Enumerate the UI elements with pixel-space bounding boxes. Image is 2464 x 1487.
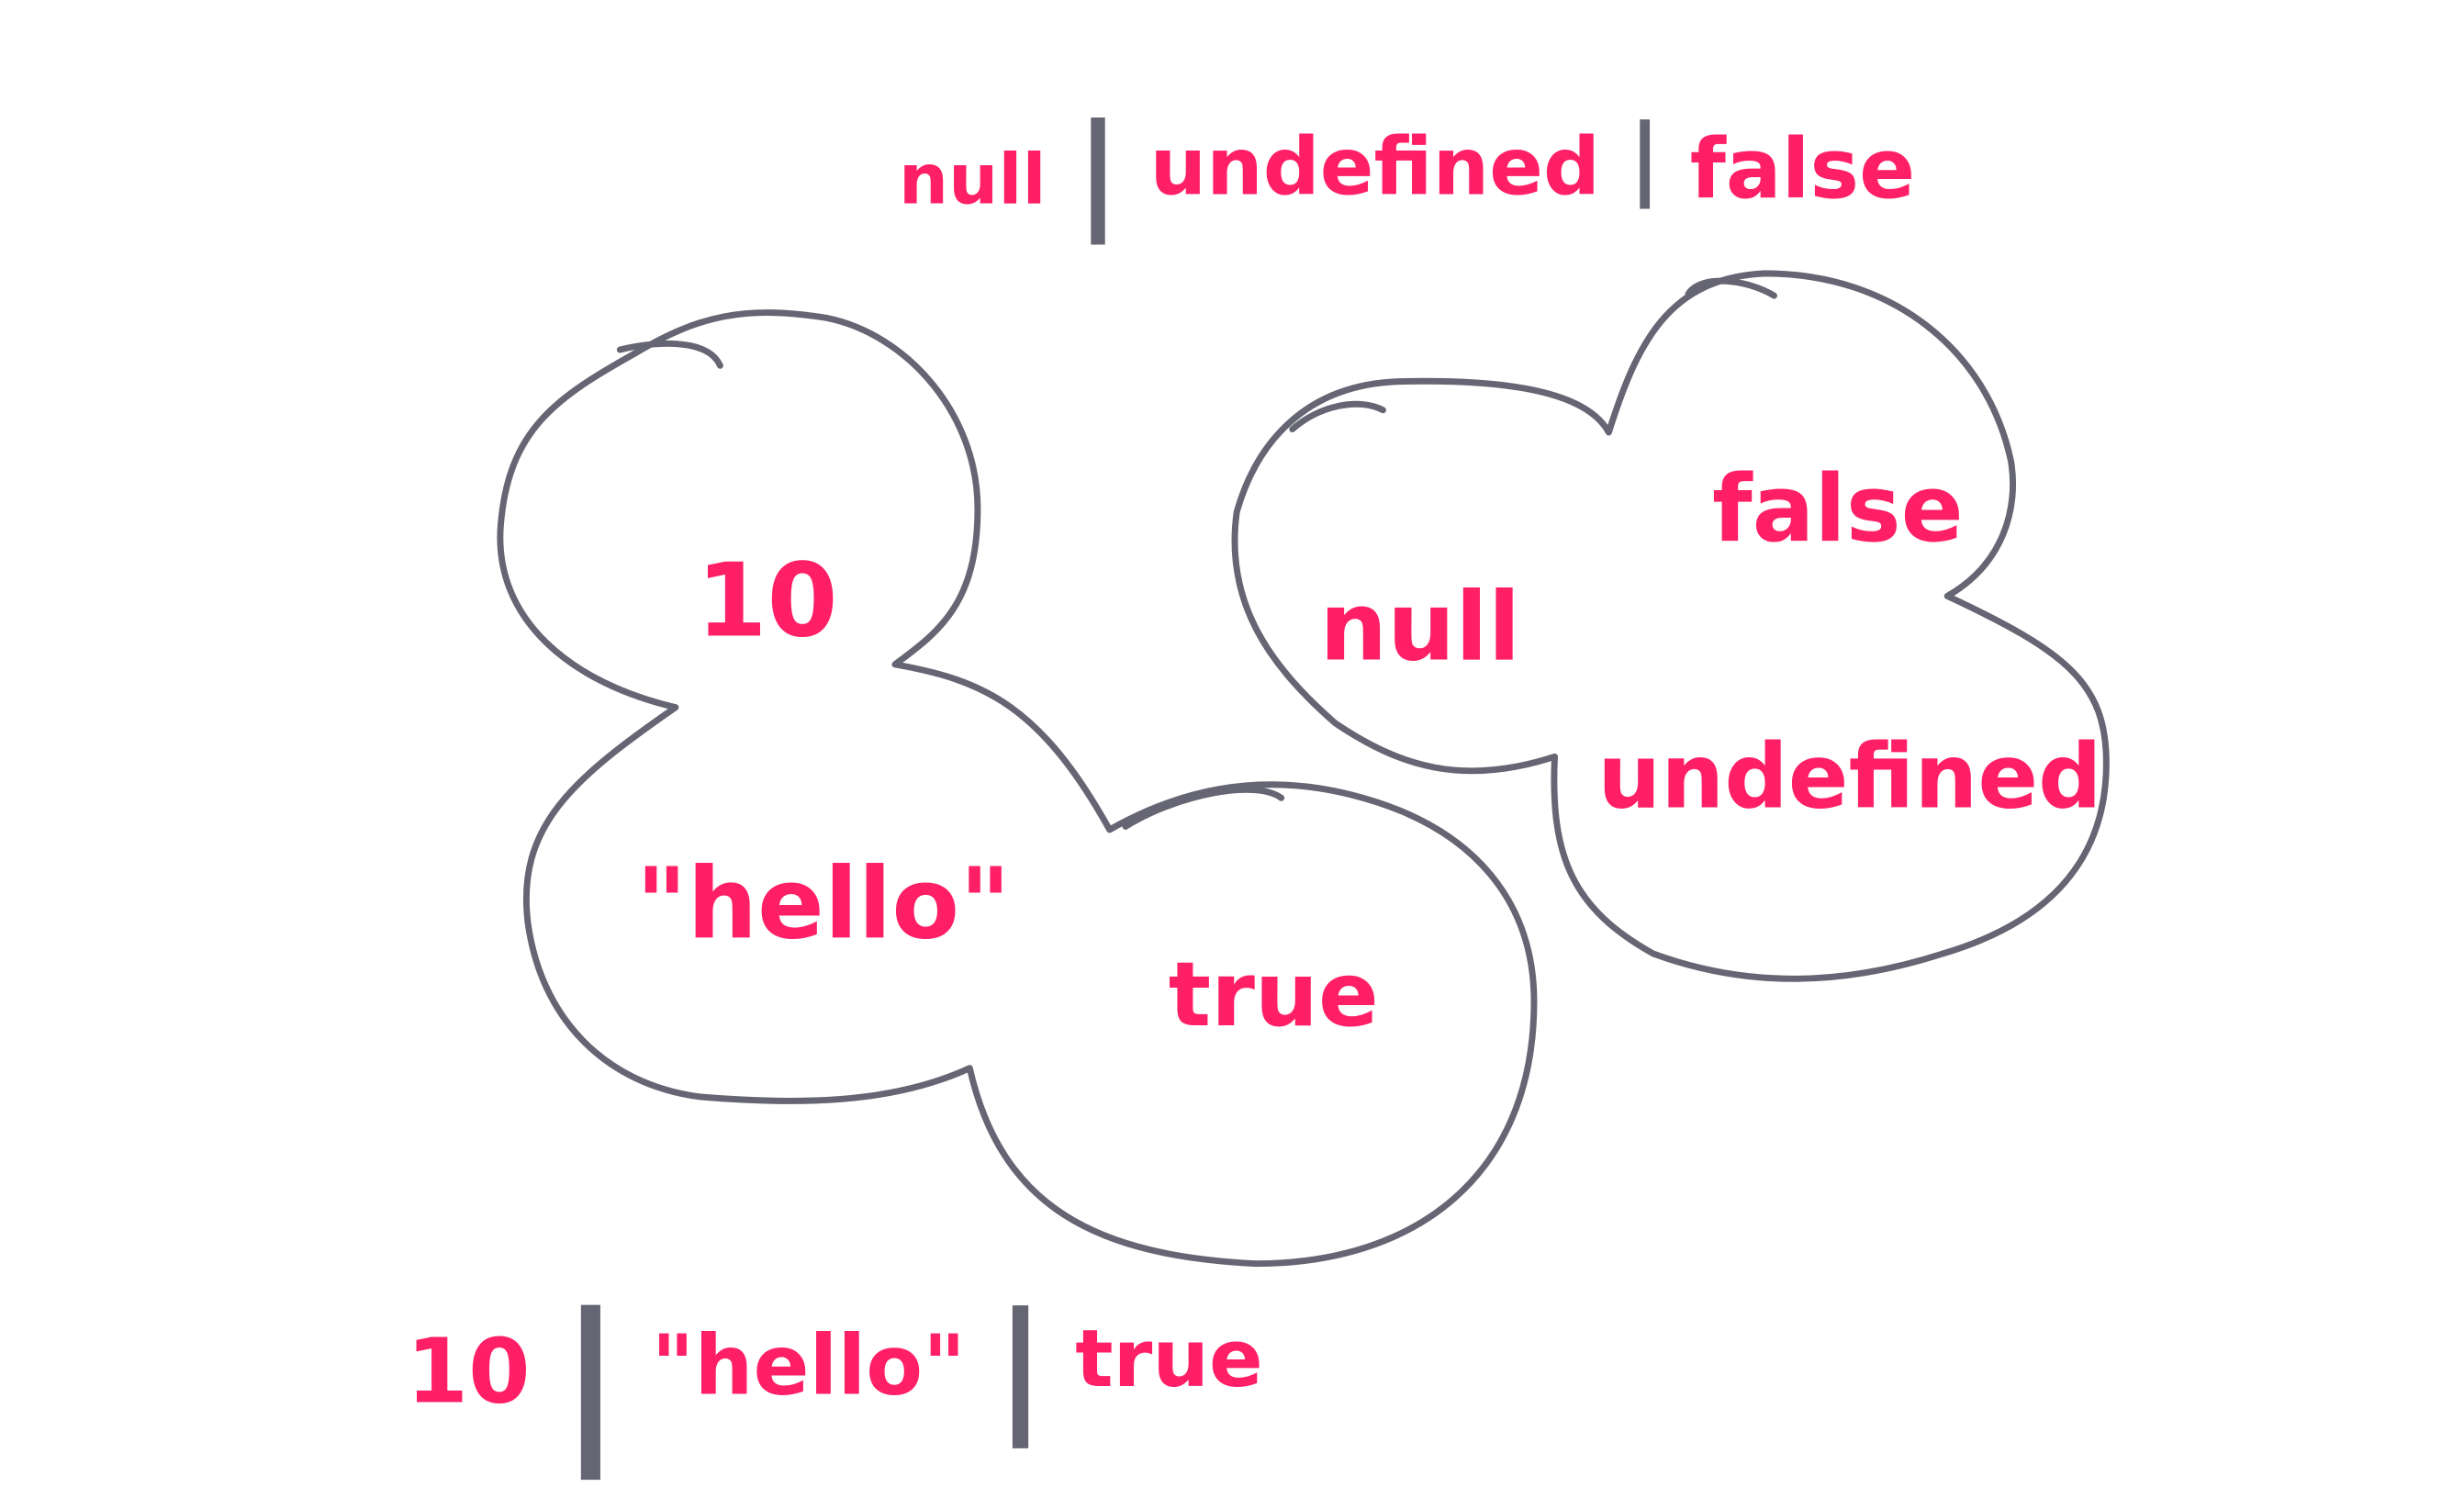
left-cloud-value-hello: "hello" — [636, 847, 1011, 962]
right-cloud-flourish — [1685, 277, 1777, 299]
right-cloud-flourish — [1289, 400, 1386, 433]
bottom-union-separator: | — [559, 1276, 623, 1480]
left-cloud-flourish — [1122, 786, 1285, 830]
left-cloud-value-10: 10 — [696, 542, 837, 661]
top-union-label: null | undefined | false — [899, 96, 1915, 245]
bottom-union-hello: "hello" — [651, 1318, 966, 1414]
right-cloud-value-false: false — [1712, 455, 1964, 563]
top-union-undefined: undefined — [1149, 121, 1599, 213]
top-union-null: null — [899, 139, 1047, 220]
right-cloud-outline — [1231, 270, 2110, 982]
left-cloud-flourish — [616, 340, 723, 369]
top-union-separator: | — [1629, 105, 1661, 209]
bottom-union-true: true — [1075, 1314, 1262, 1405]
right-cloud-value-null: null — [1319, 572, 1520, 683]
top-union-false: false — [1690, 121, 1915, 218]
right-cloud-values: null false undefined — [1319, 455, 2101, 829]
left-cloud-outline — [497, 309, 1538, 1268]
left-cloud-value-true: true — [1169, 943, 1379, 1046]
bottom-union-10: 10 — [407, 1319, 531, 1423]
bottom-union-separator: | — [994, 1281, 1047, 1448]
left-cloud-values: 10 "hello" true — [636, 542, 1379, 1046]
top-union-separator: | — [1075, 96, 1122, 245]
right-cloud-value-undefined: undefined — [1597, 725, 2101, 829]
bottom-union-label: 10 | "hello" | true — [407, 1276, 1263, 1480]
